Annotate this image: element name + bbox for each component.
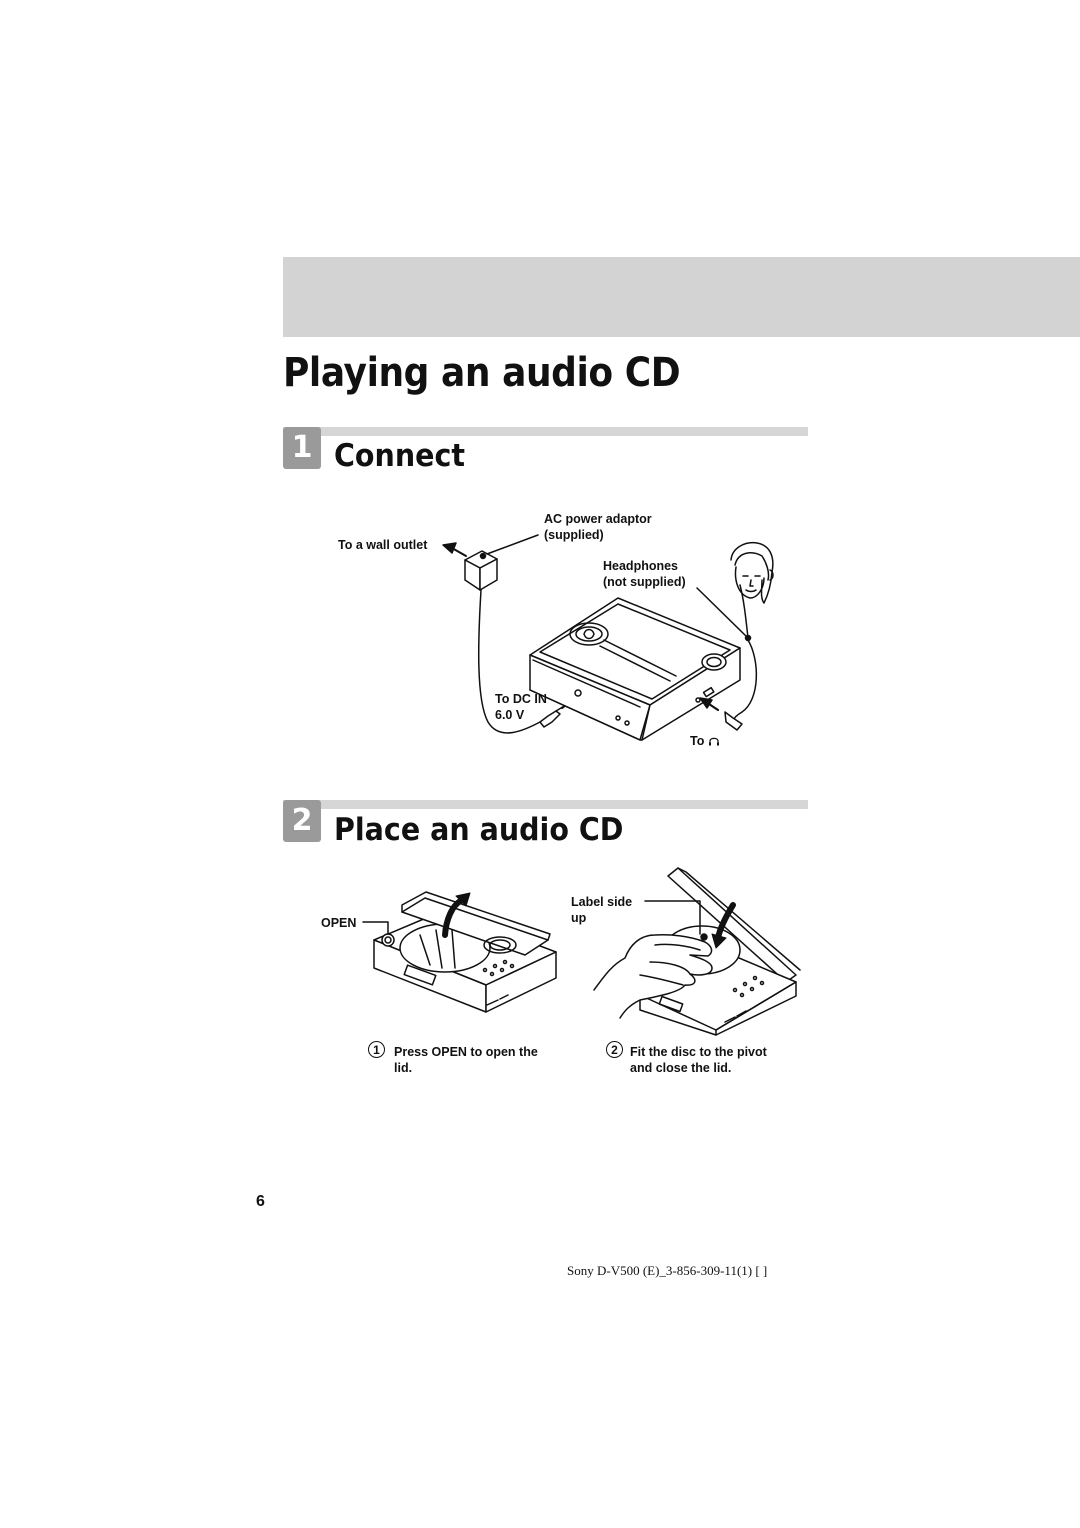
ac-adaptor-note: (supplied) bbox=[544, 528, 604, 542]
step-1-rule bbox=[283, 427, 808, 436]
open-label: OPEN bbox=[321, 916, 357, 930]
page-title: Playing an audio CD bbox=[283, 350, 681, 396]
ac-adaptor-drawing bbox=[464, 534, 539, 591]
headphones-label: Headphones bbox=[603, 559, 679, 573]
person-face bbox=[730, 541, 774, 604]
dc-in-label: To DC IN bbox=[495, 692, 547, 706]
step-marker-1: 1 bbox=[368, 1041, 385, 1058]
footer-text: Sony D-V500 (E)_3-856-309-11(1) [ ] bbox=[567, 1263, 768, 1278]
wall-outlet-arrow bbox=[442, 542, 467, 557]
step-2-title: Place an audio CD bbox=[334, 812, 624, 848]
ac-adaptor-label: AC power adaptor bbox=[544, 512, 652, 526]
step-2-rule bbox=[283, 800, 808, 809]
open-lid-drawing bbox=[362, 891, 557, 1013]
wall-outlet-label: To a wall outlet bbox=[338, 538, 428, 552]
cd-player-connect bbox=[529, 597, 741, 741]
instruction-2-line1: Fit the disc to the pivot bbox=[630, 1045, 767, 1059]
headphones-note: (not supplied) bbox=[603, 575, 686, 589]
headphone-jack-label: To bbox=[690, 733, 720, 749]
instruction-1-line1: Press OPEN to open the bbox=[394, 1045, 538, 1059]
instruction-1: Press OPEN to open the lid. bbox=[394, 1044, 594, 1076]
step-marker-2: 2 bbox=[606, 1041, 623, 1058]
label-side-label: Label side bbox=[571, 895, 633, 909]
page-number: 6 bbox=[256, 1193, 265, 1210]
fit-disc-drawing bbox=[593, 867, 801, 1036]
instruction-2: Fit the disc to the pivot and close the … bbox=[630, 1044, 830, 1076]
instruction-2-line2: and close the lid. bbox=[630, 1061, 732, 1075]
headphone-jack-label-text: To bbox=[690, 734, 705, 748]
headphones-icon bbox=[708, 737, 719, 746]
step-1-title: Connect bbox=[334, 438, 466, 474]
dc-voltage-label: 6.0 V bbox=[495, 708, 525, 722]
dc-cable bbox=[477, 589, 541, 734]
step-1-number: 1 bbox=[283, 427, 321, 469]
instruction-1-line2: lid. bbox=[394, 1061, 413, 1075]
step-2-number: 2 bbox=[283, 800, 321, 842]
header-band bbox=[283, 257, 1080, 337]
label-side-up-label: up bbox=[571, 911, 587, 925]
